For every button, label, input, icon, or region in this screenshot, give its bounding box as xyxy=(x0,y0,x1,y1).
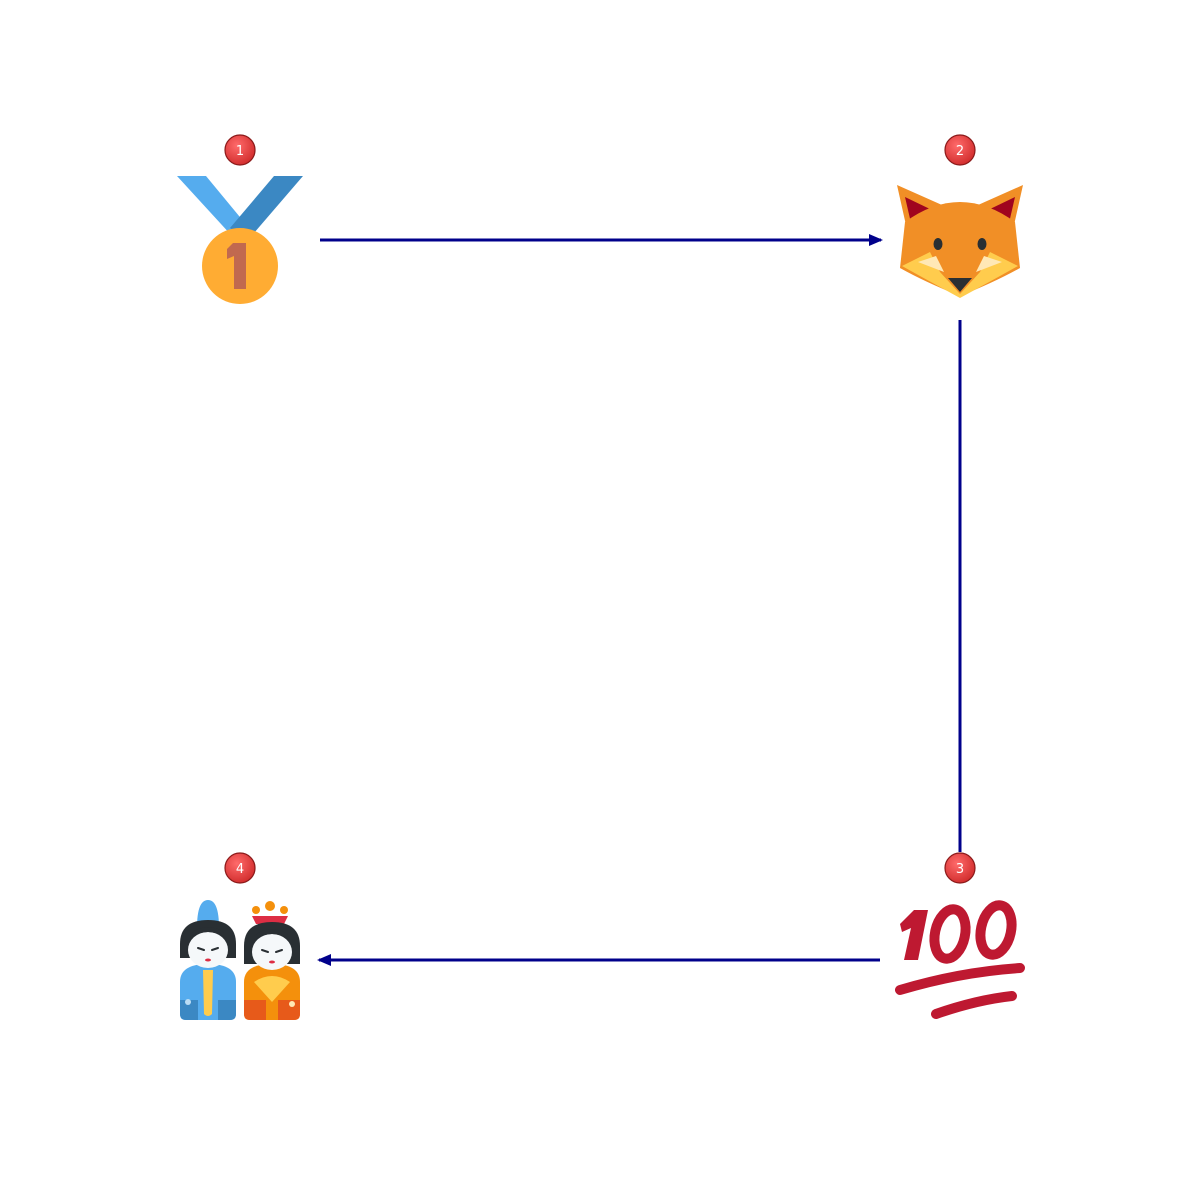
node-1: 1 xyxy=(177,134,303,304)
node-4-badge: 4 xyxy=(224,852,256,884)
node-3-badge: 3 xyxy=(944,852,976,884)
edges xyxy=(317,234,962,966)
node-1-badge: 1 xyxy=(224,134,256,166)
node-1-badge-label: 1 xyxy=(236,144,244,159)
node-3-badge-label: 3 xyxy=(956,862,964,877)
node-2: 2 xyxy=(897,134,1023,298)
node-4-badge-label: 4 xyxy=(236,862,244,877)
node-3: 3 xyxy=(895,852,1025,1019)
japanese-dolls-icon xyxy=(180,900,300,1020)
node-2-badge-label: 2 xyxy=(956,144,964,159)
node-2-badge: 2 xyxy=(944,134,976,166)
1st-place-medal-icon xyxy=(177,176,303,304)
fox-face-icon xyxy=(897,185,1023,298)
node-4: 4 xyxy=(180,852,300,1020)
hundred-points-icon xyxy=(895,900,1025,1019)
